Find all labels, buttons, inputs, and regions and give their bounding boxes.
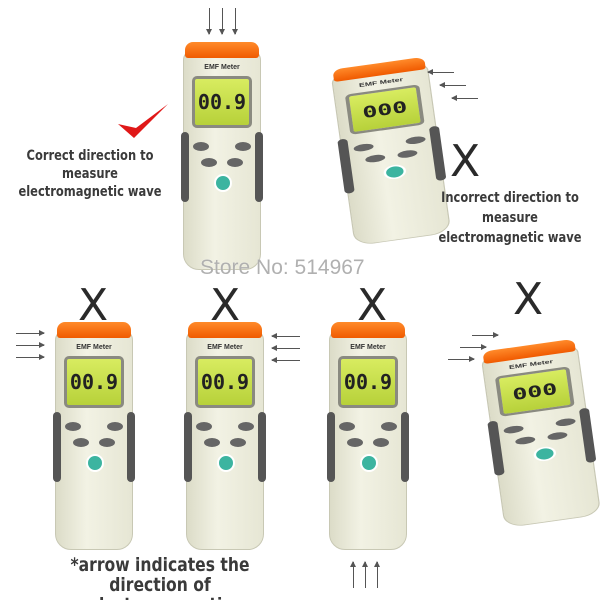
meter-brand: EMF Meter: [204, 64, 240, 71]
checkmark-icon: [118, 104, 168, 138]
store-watermark: Store No: 514967: [200, 256, 365, 279]
sensor-cap: [331, 322, 405, 338]
meter-button: [381, 422, 397, 431]
meter-button: [235, 142, 251, 151]
lcd-display: 00.9: [64, 356, 124, 408]
arrow-icon: [350, 561, 356, 588]
meter-button: [201, 158, 217, 167]
arrow-icon: [472, 332, 499, 338]
footnote-caption: *arrow indicates the direction of electr…: [45, 555, 275, 600]
incorrect-direction-caption: Incorrect direction to measure electroma…: [438, 190, 582, 246]
arrow-icon: [16, 330, 45, 336]
meter-button: [227, 158, 243, 167]
power-button: [86, 454, 104, 472]
incorrect-x-mark: X: [210, 280, 241, 331]
arrow-icon: [374, 561, 380, 588]
incorrect-x-mark: X: [78, 280, 109, 331]
incorrect-x-mark: X: [450, 136, 481, 187]
lcd-display: 00.9: [195, 356, 255, 408]
arrow-icon: [16, 342, 45, 348]
arrow-icon: [271, 333, 300, 339]
meter-button: [373, 438, 389, 447]
arrow-icon: [206, 8, 212, 35]
footnote-line-1: *arrow indicates the: [70, 554, 250, 576]
emf-meter: EMF Meter 00.9: [53, 322, 135, 550]
emf-meter: EMF Meter 00.9: [327, 322, 409, 550]
meter-button: [339, 422, 355, 431]
power-button: [217, 454, 235, 472]
meter-button: [193, 142, 209, 151]
incorrect-x-mark: X: [357, 280, 388, 331]
meter-button: [204, 438, 220, 447]
meter-brand: EMF Meter: [207, 344, 243, 351]
meter-button: [230, 438, 246, 447]
arrow-icon: [460, 344, 487, 350]
emf-meter: EMF Meter 00.9: [181, 42, 263, 270]
arrow-icon: [271, 345, 300, 351]
lcd-display: 00.9: [192, 76, 252, 128]
arrow-icon: [427, 69, 454, 75]
arrow-icon: [219, 8, 225, 35]
meter-button: [99, 438, 115, 447]
meter-button: [238, 422, 254, 431]
meter-brand: EMF Meter: [350, 344, 386, 351]
sensor-cap: [57, 322, 131, 338]
meter-button: [107, 422, 123, 431]
arrow-icon: [362, 561, 368, 588]
sensor-cap: [188, 322, 262, 338]
meter-brand: EMF Meter: [76, 344, 112, 351]
correct-direction-caption: Correct direction to measure electromagn…: [18, 148, 162, 200]
emf-meter: EMF Meter 000: [480, 338, 600, 529]
lcd-display: 00.9: [338, 356, 398, 408]
arrow-icon: [439, 82, 466, 88]
arrow-icon: [448, 356, 475, 362]
meter-button: [196, 422, 212, 431]
incorrect-x-mark: X: [513, 274, 544, 325]
power-button: [360, 454, 378, 472]
arrow-icon: [16, 354, 45, 360]
arrow-icon: [271, 357, 300, 363]
power-button: [214, 174, 232, 192]
footnote-line-2: direction of electromagnetic: [88, 574, 231, 600]
meter-button: [347, 438, 363, 447]
sensor-cap: [185, 42, 259, 58]
meter-button: [65, 422, 81, 431]
arrow-icon: [451, 95, 478, 101]
arrow-icon: [232, 8, 238, 35]
meter-button: [73, 438, 89, 447]
emf-meter: EMF Meter 00.9: [184, 322, 266, 550]
